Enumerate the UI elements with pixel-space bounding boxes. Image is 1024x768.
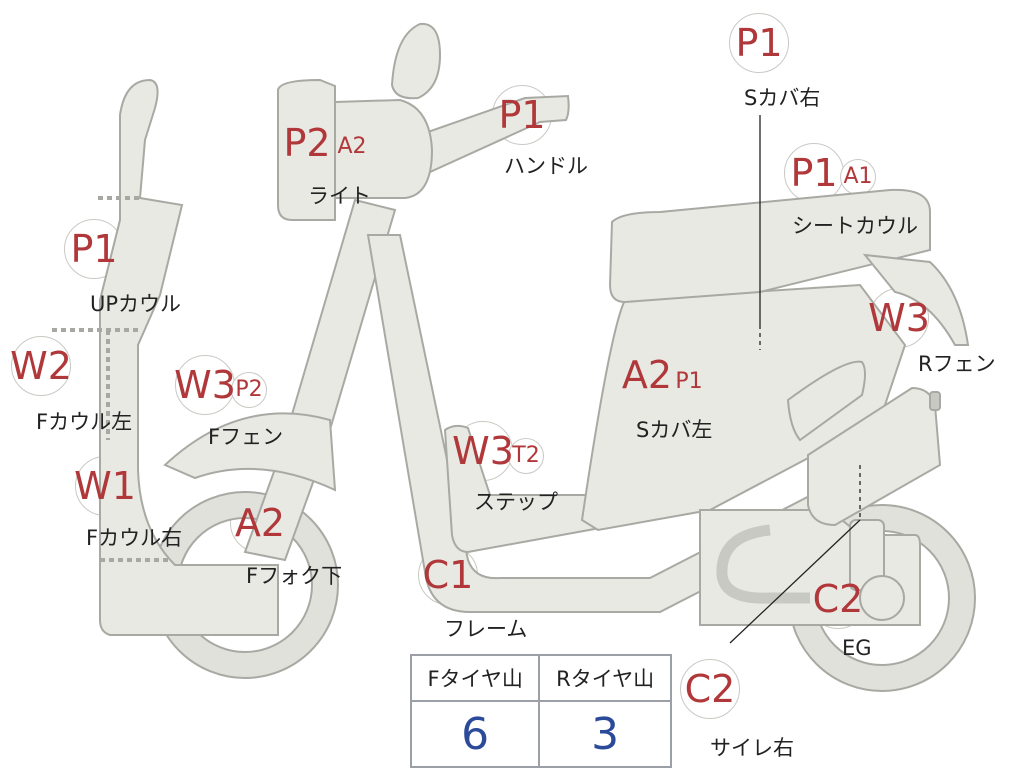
grade-frame: C1 bbox=[420, 552, 476, 598]
grade-engine: C2 bbox=[810, 576, 866, 622]
label-f-fork-lower: Fフォク下 bbox=[246, 564, 343, 588]
label-handle: ハンドル bbox=[504, 154, 588, 178]
label-muffler-right: サイレ右 bbox=[710, 736, 794, 760]
label-step: ステップ bbox=[474, 490, 558, 514]
front-tyre-header: Fタイヤ山 bbox=[409, 654, 541, 702]
tyre-tread-table: Fタイヤ山 Rタイヤ山 6 3 bbox=[409, 654, 672, 768]
muffler bbox=[807, 386, 942, 527]
grade-up-cowl: P1 bbox=[68, 226, 120, 272]
label-seat-cowl: シートカウル bbox=[792, 214, 918, 238]
grade-seat-cowl: P1 bbox=[788, 150, 840, 196]
grade-light-sub: A2 bbox=[333, 133, 371, 161]
label-f-cowl-right: Fカウル右 bbox=[86, 526, 183, 550]
label-s-cover-right: Sカバ右 bbox=[744, 86, 821, 110]
grade-step-sub: T2 bbox=[510, 442, 542, 470]
grade-s-cover-left: A2 bbox=[619, 352, 675, 398]
label-light: ライト bbox=[308, 184, 371, 208]
grade-f-fork-lower: A2 bbox=[232, 500, 288, 546]
rear-tyre-value: 3 bbox=[538, 700, 672, 768]
grade-handle: P1 bbox=[496, 92, 548, 138]
grade-s-cover-left-sub: P1 bbox=[673, 368, 705, 396]
grade-light: P2 bbox=[281, 120, 333, 166]
exhaust-pipe bbox=[716, 524, 810, 604]
label-frame: フレーム bbox=[444, 617, 528, 641]
grade-f-fender: W3 bbox=[174, 363, 236, 407]
label-f-fender: Fフェン bbox=[208, 425, 284, 449]
label-f-cowl-left: Fカウル左 bbox=[36, 410, 133, 434]
front-tyre-value: 6 bbox=[409, 700, 541, 768]
grade-f-cowl-left: W2 bbox=[10, 344, 72, 388]
body-cover bbox=[580, 283, 907, 532]
grade-step: W3 bbox=[452, 429, 514, 473]
label-up-cowl: UPカウル bbox=[90, 292, 182, 316]
label-r-fender: Rフェン bbox=[918, 352, 996, 376]
label-engine: EG bbox=[842, 636, 872, 660]
grade-s-cover-right: P1 bbox=[733, 20, 785, 66]
grade-r-fender: W3 bbox=[868, 296, 930, 340]
grade-muffler-right: C2 bbox=[682, 666, 738, 712]
front-fender bbox=[163, 412, 337, 492]
label-s-cover-left: Sカバ左 bbox=[636, 418, 713, 442]
rear-tyre-header: Rタイヤ山 bbox=[538, 654, 672, 702]
grade-seat-cowl-sub: A1 bbox=[840, 163, 876, 191]
seat bbox=[608, 188, 931, 304]
head-cover bbox=[334, 98, 434, 199]
front-cowl bbox=[99, 78, 279, 636]
rear-shock bbox=[786, 360, 866, 442]
grade-f-fender-sub: P2 bbox=[232, 376, 266, 404]
grade-f-cowl-right: W1 bbox=[74, 464, 136, 508]
mirror bbox=[390, 22, 442, 100]
